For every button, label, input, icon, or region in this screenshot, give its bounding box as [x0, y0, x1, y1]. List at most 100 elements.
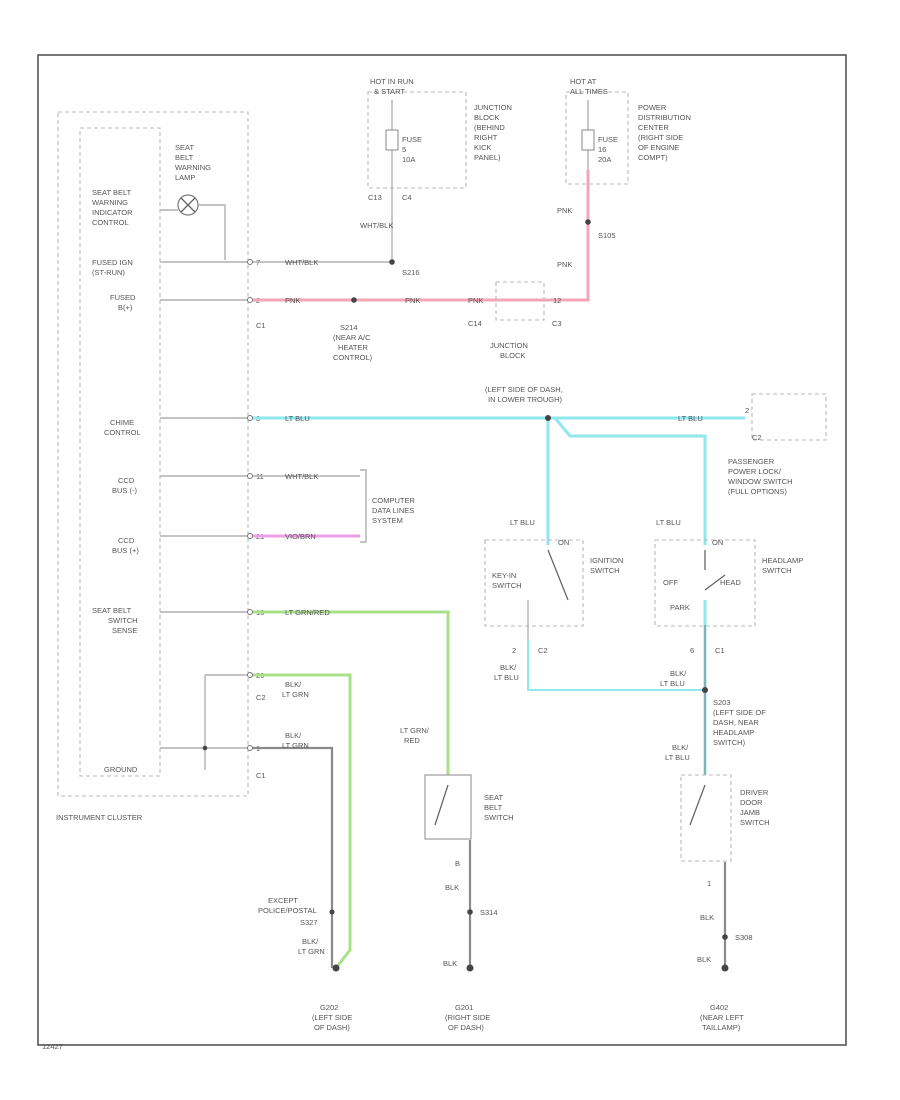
diagram-label: 12: [553, 296, 561, 305]
diagram-label: WARNING: [175, 163, 211, 172]
diagram-label: C3: [552, 319, 562, 328]
diagram-label: C2: [538, 646, 548, 655]
diagram-label: KEY-IN: [492, 571, 516, 580]
diagram-label: C14: [468, 319, 482, 328]
diagram-label: 2: [512, 646, 516, 655]
diagram-label: S203: [713, 698, 731, 707]
diagram-label: S308: [735, 933, 753, 942]
diagram-label: LT GRN/: [400, 726, 430, 735]
diagram-label: BLK/: [500, 663, 517, 672]
diagram-label: COMPT): [638, 153, 668, 162]
diagram-label: 1: [707, 879, 711, 888]
diagram-label: EXCEPT: [268, 896, 298, 905]
diagram-label: ON: [712, 538, 723, 547]
wire-seat-belt-sense: [250, 610, 450, 775]
diagram-label: SYSTEM: [372, 516, 403, 525]
diagram-label: BLK: [445, 883, 459, 892]
diagram-label: WINDOW SWITCH: [728, 477, 793, 486]
diagram-label: G402: [710, 1003, 728, 1012]
diagram-label: C2: [256, 693, 266, 702]
diagram-label: (LEFT SIDE OF: [713, 708, 766, 717]
diagram-label: BLK: [443, 959, 457, 968]
diagram-label: SENSE: [112, 626, 137, 635]
diagram-label: SEAT BELT: [92, 606, 132, 615]
diagram-label: SEAT BELT: [92, 188, 132, 197]
diagram-label: BLOCK: [474, 113, 499, 122]
diagram-label: CONTROL): [333, 353, 373, 362]
diagram-label: HEATER: [338, 343, 368, 352]
diagram-label: LT BLU: [660, 679, 685, 688]
diagram-label: DOOR: [740, 798, 763, 807]
diagram-label: POWER LOCK/: [728, 467, 782, 476]
diagram-label: SWITCH: [108, 616, 138, 625]
diagram-label: (BEHIND: [474, 123, 505, 132]
diagram-label: CCD: [118, 536, 135, 545]
diagram-label: (LEFT SIDE OF DASH,: [485, 385, 563, 394]
diagram-label: PNK: [557, 206, 572, 215]
diagram-label: BLOCK: [500, 351, 525, 360]
diagram-label: COMPUTER: [372, 496, 416, 505]
diagram-label: G201: [455, 1003, 473, 1012]
diagram-label: ALL TIMES: [570, 87, 608, 96]
diagram-label: SWITCH: [492, 581, 522, 590]
cluster-name: INSTRUMENT CLUSTER: [56, 813, 143, 822]
passenger-power-lock-window-switch: 2 C2 PASSENGER POWER LOCK/ WINDOW SWITCH…: [728, 393, 827, 496]
diagram-label: SWITCH: [740, 818, 770, 827]
diagram-label: & START: [374, 87, 405, 96]
diagram-label: POWER: [638, 103, 667, 112]
diagram-label: (NEAR A/C: [333, 333, 371, 342]
diagram-label: BLK/: [285, 680, 302, 689]
diagram-label: GROUND: [104, 765, 138, 774]
diagram-label: BLK/: [670, 669, 687, 678]
diagram-label: C1: [715, 646, 725, 655]
diagram-label: WARNING: [92, 198, 128, 207]
diagram-label: INDICATOR: [92, 208, 133, 217]
diagram-label: 5: [402, 145, 406, 154]
diagram-label: BELT: [484, 803, 503, 812]
diagram-label: C4: [402, 193, 412, 202]
diagram-label: S314: [480, 908, 498, 917]
diagram-label: LT BLU: [665, 753, 690, 762]
diagram-label: LT BLU: [656, 518, 681, 527]
diagram-label: PNK: [468, 296, 483, 305]
diagram-label: OF DASH): [314, 1023, 350, 1032]
diagram-label: HEAD: [720, 578, 741, 587]
ignition-key-in-switch: LT BLU ON IGNITION SWITCH KEY-IN SWITCH …: [484, 518, 623, 655]
diagram-label: POLICE/POSTAL: [258, 906, 317, 915]
diagram-label: SWITCH): [713, 738, 746, 747]
diagram-label: JUNCTION: [474, 103, 512, 112]
diagram-label: IGNITION: [590, 556, 623, 565]
diagram-label: B(+): [118, 303, 133, 312]
diagram-label: PNK: [285, 296, 300, 305]
diagram-label: WHT/BLK: [285, 258, 318, 267]
diagram-label: LT GRN: [282, 690, 309, 699]
diagram-label: C1: [256, 321, 266, 330]
diagram-label: BUS (-): [112, 486, 138, 495]
headlamp-switch: LT BLU ON HEADLAMP SWITCH OFF HEAD PARK …: [654, 518, 803, 655]
diagram-label: BLK/: [672, 743, 689, 752]
wire-fused-b-pnk: [250, 170, 590, 302]
diagram-label: S216: [402, 268, 420, 277]
diagram-label: BLK/: [285, 731, 302, 740]
diagram-label: PANEL): [474, 153, 501, 162]
diagram-label: C2: [752, 433, 762, 442]
diagram-label: C1: [256, 771, 266, 780]
diagram-label: DRIVER: [740, 788, 769, 797]
fuse-16-power-distribution: HOT AT ALL TIMES FUSE 16 20A POWER DISTR…: [565, 77, 691, 185]
diagram-label: (NEAR LEFT: [700, 1013, 744, 1022]
diagram-label: PASSENGER: [728, 457, 775, 466]
diagram-label: HEADLAMP: [713, 728, 754, 737]
diagram-label: 6: [690, 646, 694, 655]
diagram-label: SEAT: [484, 793, 503, 802]
diagram-label: FUSE: [402, 135, 422, 144]
diagram-label: OFF: [663, 578, 678, 587]
diagram-label: LAMP: [175, 173, 195, 182]
diagram-label: BUS (+): [112, 546, 139, 555]
diagram-label: BLK: [700, 913, 714, 922]
diagram-label: G202: [320, 1003, 338, 1012]
diagram-label: BLK/: [302, 937, 319, 946]
diagram-label: LT BLU: [510, 518, 535, 527]
diagram-label: LT BLU: [494, 673, 519, 682]
diagram-label: CHIME: [110, 418, 134, 427]
diagram-label: IN LOWER TROUGH): [488, 395, 563, 404]
